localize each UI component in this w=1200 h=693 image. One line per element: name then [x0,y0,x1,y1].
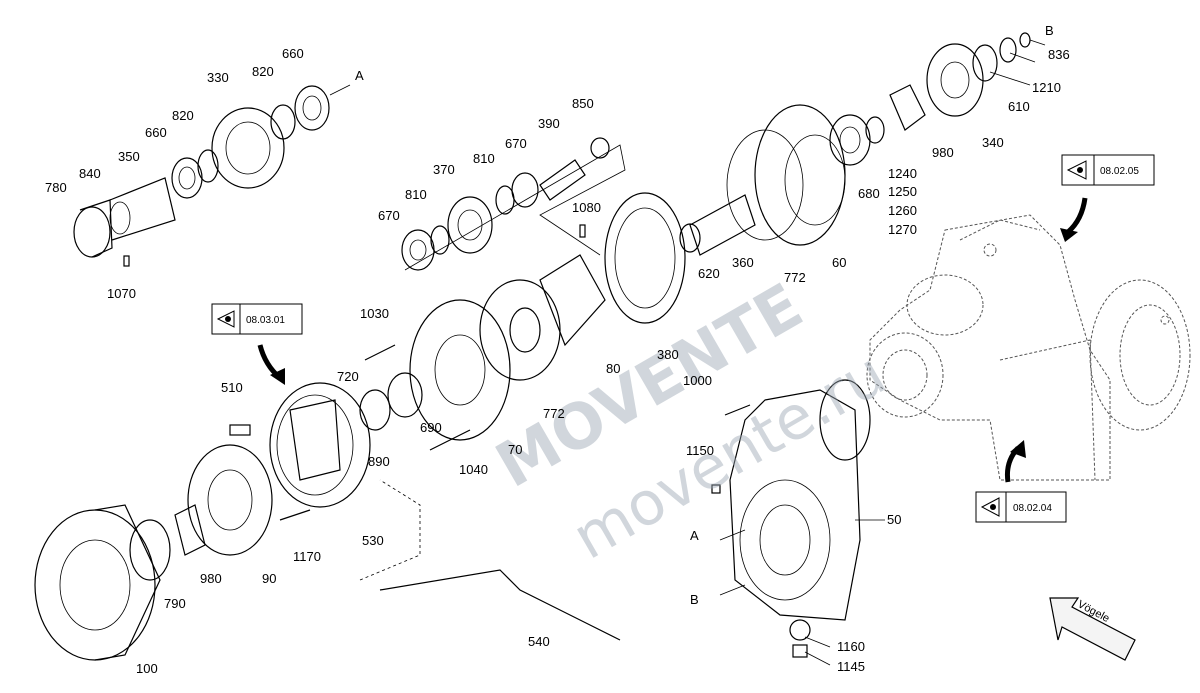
label-1150: 1150 [686,443,714,458]
label-60: 60 [832,255,846,270]
brake-assembly [229,382,371,508]
label-510: 510 [221,380,243,395]
label-350: 350 [118,149,140,164]
ref-box-08-03-01[interactable]: 08.03.01 [211,303,303,385]
eye-icon [1066,160,1087,180]
label-330: 330 [207,70,229,85]
label-540: 540 [528,634,550,649]
label-1260: 1260 [888,203,917,218]
label-772: 772 [543,406,565,421]
ref-08-02-05-text: 08.02.05 [1100,166,1139,177]
ref-08-02-04-text: 08.02.04 [1013,503,1052,514]
label-530: 530 [362,533,384,548]
gear-housing [711,379,871,658]
label-820: 820 [252,64,274,79]
leader-lines [329,39,1046,666]
label-A-top: A [355,68,364,83]
label-B-top: B [1045,23,1054,38]
label-A-bottom: A [690,528,699,543]
label-670: 670 [505,136,527,151]
label-80: 80 [606,361,620,376]
label-B-bottom: B [690,592,699,607]
label-620: 620 [698,266,720,281]
label-780: 780 [45,180,67,195]
ref-box-08-02-05[interactable]: 08.02.05 [1060,154,1155,242]
label-100: 100 [136,661,158,676]
label-680: 680 [858,186,880,201]
label-70: 70 [508,442,522,457]
label-1145: 1145 [837,659,865,674]
label-810: 810 [473,151,495,166]
shaft-group [73,85,330,267]
label-810: 810 [405,187,427,202]
label-980: 980 [200,571,222,586]
label-50: 50 [887,512,901,527]
label-1080: 1080 [572,200,601,215]
label-380: 380 [657,347,679,362]
label-836: 836 [1048,47,1070,62]
label-1000: 1000 [683,373,712,388]
ref-08-03-01-text: 08.03.01 [246,315,285,326]
label-790: 790 [164,596,186,611]
hub-flange [174,444,311,556]
label-1240: 1240 [888,166,917,181]
label-1210: 1210 [1032,80,1061,95]
label-820: 820 [172,108,194,123]
label-90: 90 [262,571,276,586]
label-1030: 1030 [360,306,389,321]
label-720: 720 [337,369,359,384]
planet-gear-group [401,137,626,271]
part-labels: 660 820 330 A 820 660 350 840 780 1070 8… [45,23,1070,676]
direction-arrow: Vögele [1049,597,1136,661]
eye-icon [216,310,235,328]
top-gear-group [829,32,1031,166]
eye-icon [980,497,1000,517]
label-690: 690 [420,420,442,435]
planet-carrier [359,254,606,451]
label-340: 340 [982,135,1004,150]
label-1270: 1270 [888,222,917,237]
housing-ghost-outline [866,214,1191,481]
label-360: 360 [732,255,754,270]
label-772: 772 [784,270,806,285]
label-1160: 1160 [837,639,865,654]
label-840: 840 [79,166,101,181]
label-670: 670 [378,208,400,223]
label-660: 660 [282,46,304,61]
label-850: 850 [572,96,594,111]
label-610: 610 [1008,99,1030,114]
label-890: 890 [368,454,390,469]
label-660: 660 [145,125,167,140]
label-1170: 1170 [293,549,321,564]
label-1040: 1040 [459,462,488,477]
label-1250: 1250 [888,184,917,199]
label-1070: 1070 [107,286,136,301]
label-980: 980 [932,145,954,160]
label-390: 390 [538,116,560,131]
carrier-group [604,104,846,324]
ref-box-08-02-04[interactable]: 08.02.04 [975,440,1067,523]
label-370: 370 [433,162,455,177]
brake-drum [34,504,171,661]
brake-cable [359,479,621,641]
